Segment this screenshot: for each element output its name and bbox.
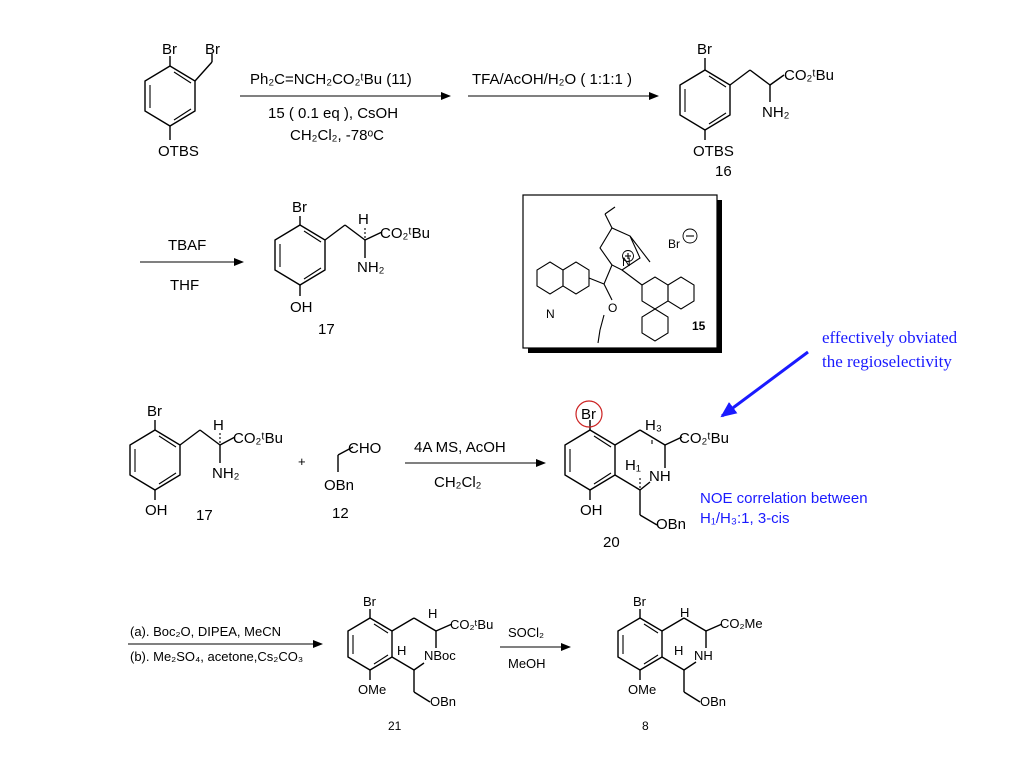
ome-label: OMe bbox=[628, 682, 656, 697]
amine-label: NH₂ bbox=[762, 104, 790, 121]
h-mid-label: H bbox=[674, 643, 683, 658]
br-label: Br bbox=[292, 199, 307, 216]
quinoline-n-label: N bbox=[546, 307, 555, 321]
h-top-label: H bbox=[680, 605, 689, 620]
reagent-tfa-acoh: TFA/AcOH/H₂O ( 1:1:1 ) bbox=[472, 71, 632, 88]
otbs-label: OTBS bbox=[158, 143, 199, 160]
compound-16: Br CO₂ᵗBu NH₂ OTBS 16 bbox=[679, 41, 834, 180]
compound-number: 12 bbox=[332, 505, 349, 522]
obn-label: OBn bbox=[324, 477, 354, 494]
br-label: Br bbox=[697, 41, 712, 58]
reagent-methylation: (b). Me₂SO₄, acetone,Cs₂CO₃ bbox=[130, 649, 303, 664]
oh-label: OH bbox=[145, 502, 168, 519]
note-arrow bbox=[720, 350, 809, 418]
amine-label: NH₂ bbox=[357, 259, 385, 276]
h-top-label: H bbox=[428, 606, 437, 621]
catalyst-number: 15 bbox=[692, 319, 706, 333]
reagent-meoh: MeOH bbox=[508, 656, 546, 671]
br-highlight-circle bbox=[575, 400, 603, 428]
br-label: Br bbox=[363, 594, 377, 609]
otbs-label: OTBS bbox=[693, 143, 734, 160]
quinuclidine-n-label: N bbox=[622, 255, 631, 269]
obn-label: OBn bbox=[656, 516, 686, 533]
starting-material-dibromide: Br Br OTBS bbox=[144, 41, 220, 160]
noe-line-1: NOE correlation between bbox=[700, 490, 868, 507]
compound-8: Br H CO₂Me H NH OMe OBn 8 bbox=[617, 594, 763, 733]
ester-label: CO₂ᵗBu bbox=[784, 67, 834, 84]
nboc-label: NBoc bbox=[424, 648, 456, 663]
nh-label: NH bbox=[649, 468, 671, 485]
h-label: H bbox=[213, 417, 224, 434]
aldehyde-12: CHO OBn 12 bbox=[324, 440, 381, 522]
obn-label: OBn bbox=[430, 694, 456, 709]
br-ring-label: Br bbox=[162, 41, 177, 58]
ester-label: CO₂ᵗBu bbox=[380, 225, 430, 242]
cho-label: CHO bbox=[348, 440, 381, 457]
catalyst-box: N N O Br 15 bbox=[522, 194, 722, 353]
reaction-arrow-2: TFA/AcOH/H₂O ( 1:1:1 ) bbox=[468, 71, 659, 100]
compound-number: 21 bbox=[388, 719, 402, 733]
reagent-catalyst-base: 15 ( 0.1 eq ), CsOH bbox=[268, 105, 398, 122]
note-line-2: the regioselectivity bbox=[822, 352, 952, 371]
reagent-solvent-temp: CH₂Cl₂, -78ᵒC bbox=[290, 127, 384, 144]
br-label: Br bbox=[581, 406, 596, 423]
reaction-arrow-4: 4A MS, AcOH CH₂Cl₂ bbox=[405, 439, 546, 491]
br-label: Br bbox=[147, 403, 162, 420]
obn-label: OBn bbox=[700, 694, 726, 709]
h3-label: H₃ bbox=[645, 417, 662, 434]
reagent-ms-acoh: 4A MS, AcOH bbox=[414, 439, 506, 456]
compound-21: Br H CO₂ᵗBu H NBoc OMe OBn 21 bbox=[347, 594, 493, 733]
nh-label: NH bbox=[694, 648, 713, 663]
amine-label: NH₂ bbox=[212, 465, 240, 482]
h1-label: H₁ bbox=[625, 457, 641, 474]
bromide-label: Br bbox=[668, 237, 680, 251]
reaction-arrow-1: Ph₂C=NCH₂CO₂ᵗBu (11) 15 ( 0.1 eq ), CsOH… bbox=[240, 71, 451, 144]
reagent-boc: (a). Boc₂O, DIPEA, MeCN bbox=[130, 624, 281, 639]
compound-number: 20 bbox=[603, 534, 620, 551]
compound-number: 16 bbox=[715, 163, 732, 180]
reagent-dcm: CH₂Cl₂ bbox=[434, 474, 482, 491]
reagent-thf: THF bbox=[170, 277, 199, 294]
ester-label: CO₂ᵗBu bbox=[233, 430, 283, 447]
minus-charge-icon bbox=[682, 228, 698, 244]
br-ch2-label: Br bbox=[205, 41, 220, 58]
reagent-tbaf: TBAF bbox=[168, 237, 206, 254]
compound-number: 17 bbox=[196, 507, 213, 524]
noe-note: NOE correlation between H₁/H₃:1, 3-cis bbox=[700, 490, 868, 527]
plus-sign: + bbox=[298, 454, 306, 469]
compound-number: 8 bbox=[642, 719, 649, 733]
ome-label: OMe bbox=[358, 682, 386, 697]
h-mid-label: H bbox=[397, 643, 406, 658]
ether-o-label: O bbox=[608, 301, 617, 315]
reaction-arrow-5: (a). Boc₂O, DIPEA, MeCN (b). Me₂SO₄, ace… bbox=[128, 624, 323, 664]
br-label: Br bbox=[633, 594, 647, 609]
compound-17-top: Br H CO₂ᵗBu NH₂ OH 17 bbox=[274, 199, 430, 338]
compound-20: Br H₃ CO₂ᵗBu H₁ NH OH OBn 20 bbox=[564, 400, 729, 551]
h-label: H bbox=[358, 211, 369, 228]
noe-line-2: H₁/H₃:1, 3-cis bbox=[700, 510, 790, 527]
ester-label: CO₂Me bbox=[720, 616, 763, 631]
reaction-arrow-3: TBAF THF bbox=[140, 237, 244, 294]
note-line-1: effectively obviated bbox=[822, 328, 958, 347]
ester-label: CO₂ᵗBu bbox=[450, 617, 493, 632]
ester-label: CO₂ᵗBu bbox=[679, 430, 729, 447]
oh-label: OH bbox=[580, 502, 603, 519]
reagent-socl2: SOCl₂ bbox=[508, 625, 544, 640]
oh-label: OH bbox=[290, 299, 313, 316]
compound-17-bottom: Br H CO₂ᵗBu NH₂ OH 17 bbox=[129, 403, 283, 524]
compound-number: 17 bbox=[318, 321, 335, 338]
reaction-arrow-6: SOCl₂ MeOH bbox=[500, 625, 571, 671]
reagent-glycine-imine: Ph₂C=NCH₂CO₂ᵗBu (11) bbox=[250, 71, 412, 88]
regioselectivity-note: effectively obviated the regioselectivit… bbox=[720, 328, 958, 418]
